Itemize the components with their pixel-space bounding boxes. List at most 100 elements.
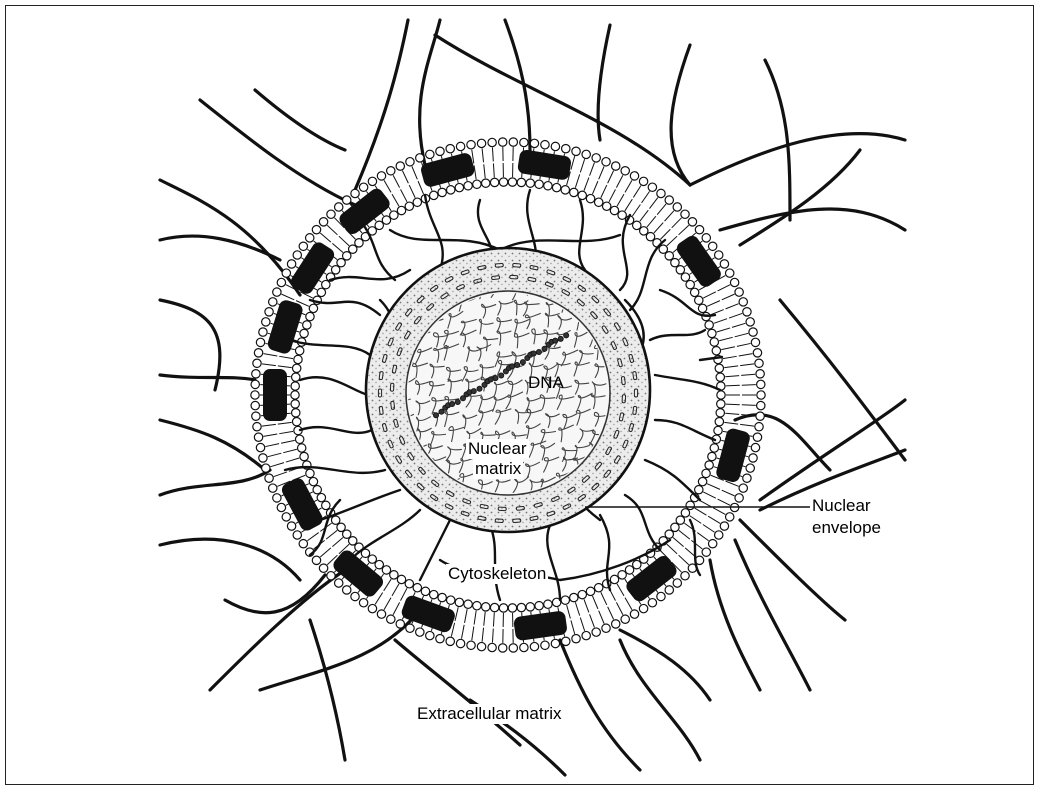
lipid-tail [661,229,671,239]
lipid-tail [617,584,624,596]
lipid-tail [584,178,589,191]
lipid-head [390,211,398,219]
lipid-head [625,566,633,574]
lipid-head [715,531,723,539]
lipid-head [262,464,270,472]
lipid-head [676,266,684,274]
lipid-tail [633,186,641,198]
lipid-tail [657,204,666,215]
lipid-tail [462,625,465,639]
lipid-head [586,587,594,595]
lipid-head [520,643,528,651]
lipid-head [313,486,321,494]
lipid-head [455,183,463,191]
lipid-head [594,584,602,592]
lipid-head [648,183,656,191]
lipid-tail [726,404,740,405]
lipid-head [265,308,273,316]
lipid-head [377,172,385,180]
lipid-head [746,464,754,472]
lipid-head [592,154,600,162]
lipid-head [686,501,694,509]
lipid-head [387,167,395,175]
lipid-tail [286,458,299,462]
lipid-head [464,600,472,608]
dna-bead [520,360,525,365]
lipid-head [292,364,300,372]
dna-bead [471,388,476,393]
lipid-head [572,634,580,642]
lipid-head [455,598,463,606]
lipid-tail [393,602,399,614]
lipid-head [490,178,498,186]
lipid-tail [717,328,730,332]
lipid-head [262,318,270,326]
lipid-head [426,150,434,158]
lipid-tail [601,592,607,605]
integrin-protein [263,369,287,421]
dna-bead [455,399,460,404]
integrin-protein [288,240,336,297]
lipid-tail [281,294,294,300]
lipid-tail [474,611,476,625]
lipid-head [726,513,734,521]
lipid-head [273,288,281,296]
lipid-head [335,579,343,587]
lipid-head [508,604,516,612]
lipid-head [359,183,367,191]
dna-bead [510,364,515,369]
lipid-head [464,182,472,190]
lipid-head [726,269,734,277]
lipid-head [715,417,723,425]
lipid-head [746,318,754,326]
lipid-tail [455,607,458,621]
lipid-tail [699,500,711,507]
lipid-head [499,178,507,186]
lipid-head [251,391,259,399]
cytoskeleton-label: Cytoskeleton [446,564,548,584]
lipid-head [254,433,262,441]
lipid-tail [718,285,731,291]
lipid-head [639,177,647,185]
lipid-head [254,349,262,357]
lipid-head [343,196,351,204]
lipid-tail [625,199,633,211]
lipid-tail [616,175,622,187]
lipid-head [312,225,320,233]
lipid-head [416,628,424,636]
lipid-tail [278,422,292,424]
lipid-tail [721,347,735,350]
lipid-head [544,600,552,608]
lipid-tail [584,599,589,612]
lipid-head [306,469,314,477]
lipid-head [561,186,569,194]
lipid-tail [599,611,604,624]
lipid-tail [567,605,571,618]
lipid-head [273,494,281,502]
lipid-tail [592,596,597,609]
lipid-head [482,603,490,611]
lipid-head [277,503,285,511]
lipid-tail [409,185,415,198]
lipid-head [586,194,594,202]
lipid-head [749,328,757,336]
lipid-tail [739,354,753,356]
lipid-head [535,602,543,610]
lipid-head [456,639,464,647]
lipid-head [299,540,307,548]
lipid-head [299,242,307,250]
nuclear-matrix-label-line1: Nuclear [466,439,529,459]
lipid-tail [697,533,708,541]
integrin-protein [337,186,393,237]
lipid-head [331,516,339,524]
lipid-head [416,154,424,162]
lipid-head [749,454,757,462]
lipid-tail [642,191,650,202]
lipid-head [317,288,325,296]
lipid-tail [632,204,640,215]
lipid-tail [640,210,648,221]
lipid-head [751,338,759,346]
lipid-tail [667,236,677,246]
lipid-head [681,273,689,281]
lipid-tail [283,449,297,452]
